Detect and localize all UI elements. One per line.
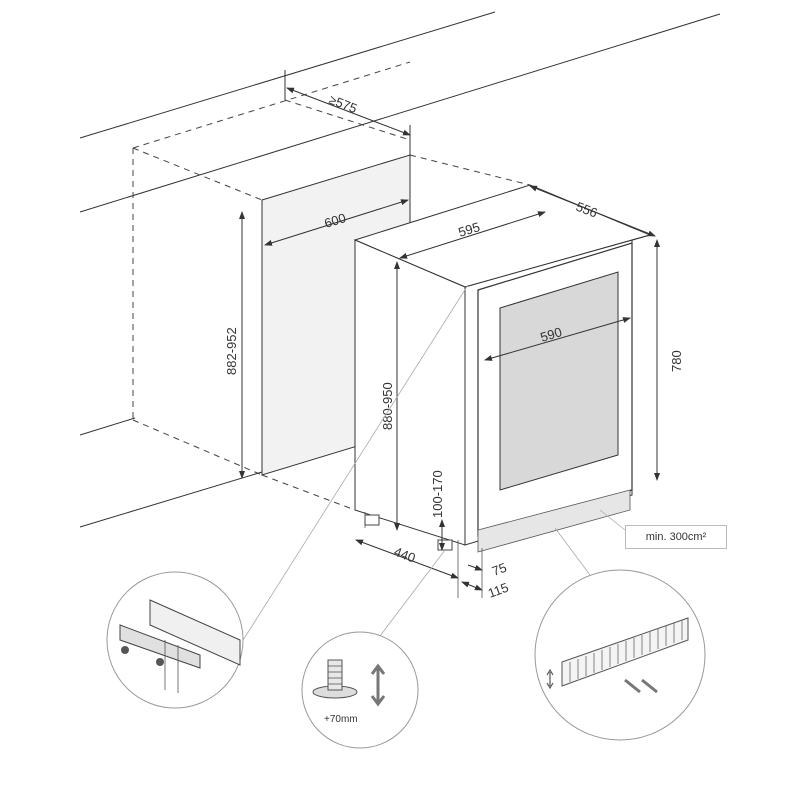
- up-down-arrow-icon: [370, 663, 386, 707]
- dim-plinth-offset-115: 115: [486, 580, 511, 601]
- dimension-lines: [239, 87, 660, 598]
- glass-door: [499, 271, 619, 491]
- dim-niche-depth: ≥575: [327, 92, 359, 116]
- dim-foot-depth: 440: [392, 544, 418, 566]
- dim-appliance-width: 595: [456, 219, 481, 240]
- dim-plinth-offset-75: 75: [490, 560, 509, 579]
- dim-niche-width: 600: [322, 210, 347, 231]
- detail-mounting-bracket: [106, 571, 244, 709]
- dim-appliance-height: 780: [669, 350, 684, 372]
- wine-cooler: [353, 184, 652, 553]
- detail-ventilation-grille: [534, 569, 706, 741]
- dim-plinth-height: 100-170: [430, 470, 445, 518]
- detail-adjustable-foot: +70mm: [301, 631, 419, 749]
- ventilation-label: min. 300cm²: [625, 525, 727, 549]
- ventilation-grille: [477, 489, 631, 553]
- dim-door-width: 590: [538, 324, 563, 345]
- dim-niche-height: 882-952: [224, 327, 239, 375]
- screw-icon: [156, 658, 164, 666]
- foot-adjust-label: +70mm: [324, 714, 358, 725]
- vertical-arrow-icon: [546, 668, 554, 690]
- screw-icon: [121, 646, 129, 654]
- dim-appliance-depth: 556: [574, 199, 600, 221]
- dim-installed-height: 880-950: [380, 382, 395, 430]
- slide-arrows-icon: [624, 678, 658, 694]
